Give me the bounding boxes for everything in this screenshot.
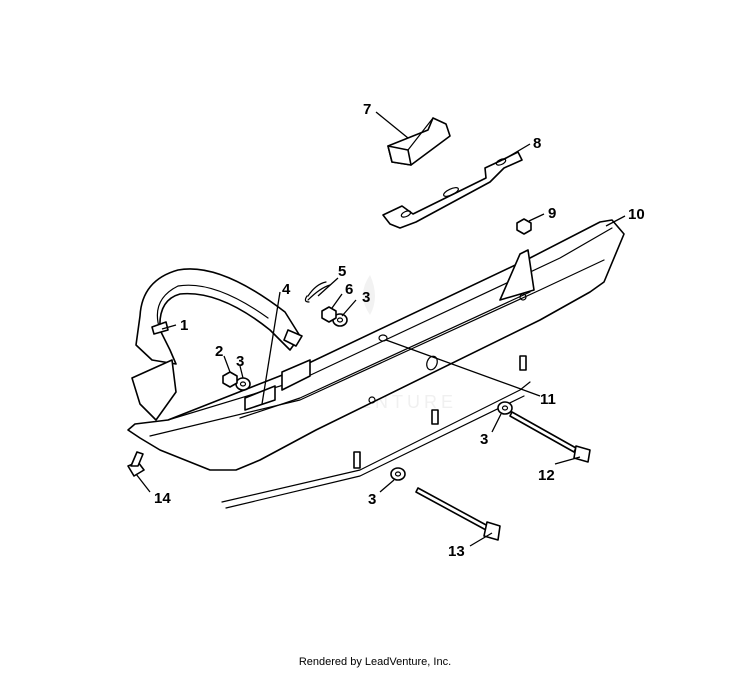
part-1-handle xyxy=(135,268,303,365)
callout-5: 5 xyxy=(338,263,346,280)
part-12-bolt xyxy=(509,411,591,463)
nut-6 xyxy=(321,306,337,323)
callout-9: 9 xyxy=(548,205,556,222)
washer-3b xyxy=(235,377,251,391)
callout-12: 12 xyxy=(538,467,555,484)
callout-1: 1 xyxy=(180,317,188,334)
part-8-bracket xyxy=(382,151,523,229)
callout-3d: 3 xyxy=(368,491,376,508)
callout-2: 2 xyxy=(215,343,223,360)
washer-3c xyxy=(497,401,513,415)
footer-credit: Rendered by LeadVenture, Inc. xyxy=(298,656,452,668)
part-14-bolt xyxy=(127,451,145,477)
callout-7: 7 xyxy=(363,101,371,118)
part-5-cotter-pin xyxy=(304,281,331,303)
ski-body xyxy=(127,219,625,471)
leader-lines xyxy=(135,111,626,547)
ski-undercut xyxy=(131,359,177,421)
part-7-pad xyxy=(387,117,451,166)
nut-2 xyxy=(222,371,238,388)
callout-3c: 3 xyxy=(480,431,488,448)
callout-6: 6 xyxy=(345,281,353,298)
callout-13: 13 xyxy=(448,543,465,560)
part-13-bolt xyxy=(415,487,501,541)
washer-3d xyxy=(390,467,406,481)
callout-14: 14 xyxy=(154,490,171,507)
callout-11: 11 xyxy=(540,391,556,408)
callout-4: 4 xyxy=(282,281,291,298)
callout-3a: 3 xyxy=(236,353,244,370)
callout-3b: 3 xyxy=(362,289,370,306)
nut-9 xyxy=(516,218,532,235)
callout-10: 10 xyxy=(628,206,645,223)
part-11-wear-bar xyxy=(221,355,531,509)
callout-8: 8 xyxy=(533,135,541,152)
